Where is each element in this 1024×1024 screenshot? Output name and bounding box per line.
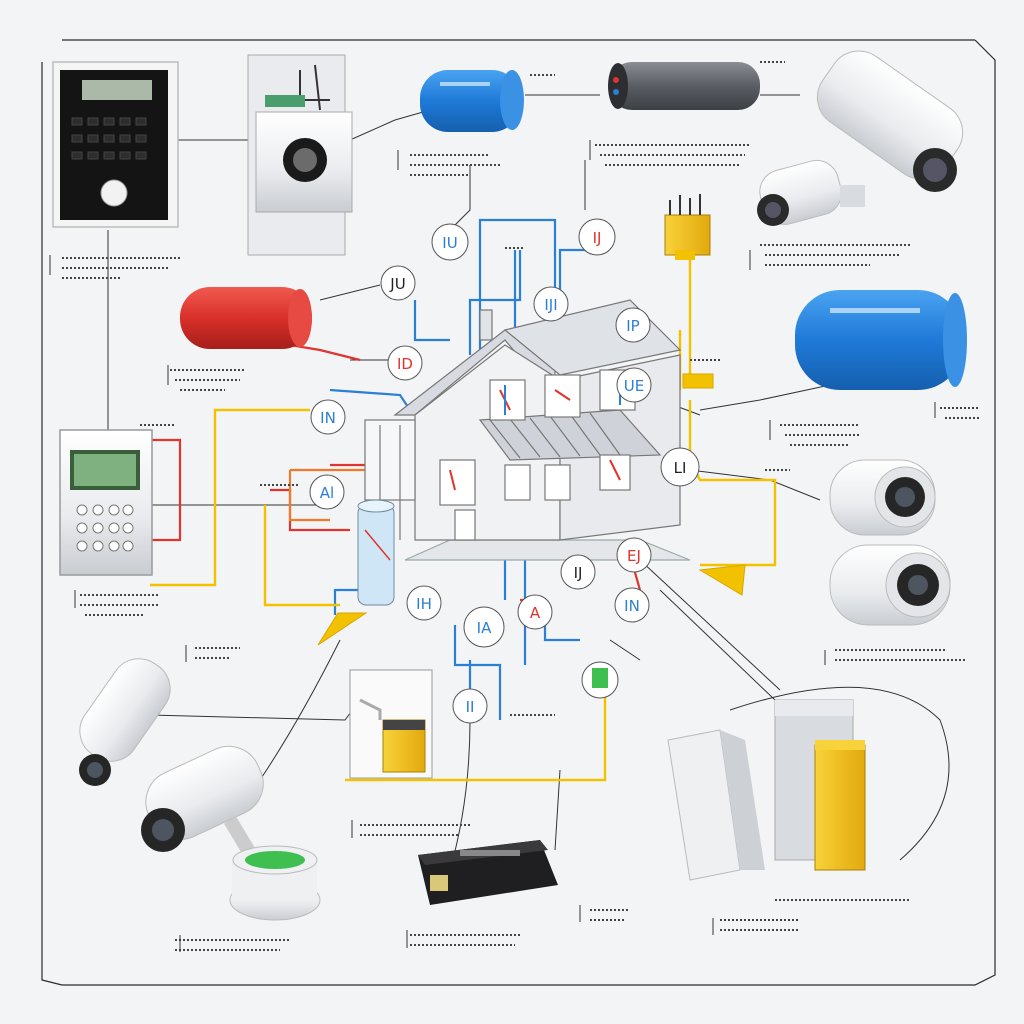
cctv-camera-bottom-left-icon — [141, 745, 321, 921]
red-siren-icon — [180, 287, 312, 349]
blue-siren-icon — [420, 70, 524, 132]
circle-node-6: IN — [310, 399, 346, 435]
svg-text:II: II — [466, 698, 475, 716]
svg-text:UE: UE — [624, 377, 644, 395]
control-panel-icon — [59, 429, 153, 576]
cctv-camera-top-right-icon — [757, 50, 964, 226]
circle-node-9: Al — [309, 474, 345, 510]
blue-siren-right-icon — [795, 290, 967, 390]
house-icon — [364, 299, 691, 561]
circle-node-8: LI — [660, 447, 700, 487]
caption-tick-marks — [49, 140, 936, 952]
svg-text:IH: IH — [416, 595, 432, 613]
circle-node-1: IU — [431, 223, 469, 261]
svg-text:A: A — [530, 604, 541, 622]
green-module-icon — [581, 661, 619, 699]
tube-sensor-icon — [608, 62, 760, 110]
lock-box-icon — [247, 54, 353, 256]
circle-nodes: IU JU IJ IJI ID IN UE LI Al IJ EJ IH IA … — [309, 218, 700, 724]
circle-node-16: II — [452, 688, 488, 724]
circle-node-15: IN — [614, 587, 650, 623]
svg-text:JU: JU — [389, 275, 405, 293]
circle-node-4: IJI — [533, 286, 569, 322]
svg-text:ID: ID — [397, 355, 413, 373]
caption-scribbles — [62, 61, 980, 951]
circle-node-5: ID — [387, 345, 423, 381]
svg-text:LI: LI — [674, 459, 687, 477]
circle-node-14: A — [517, 594, 553, 630]
circle-node-3: IJ — [578, 218, 616, 256]
svg-text:IJ: IJ — [574, 564, 583, 582]
svg-text:IP: IP — [626, 317, 639, 335]
alarm-keypad-icon — [52, 61, 179, 228]
yellow-arrow-right-icon — [698, 564, 746, 596]
yellow-arrows — [317, 373, 746, 646]
svg-text:IN: IN — [320, 409, 336, 427]
circle-node-7: UE — [616, 367, 652, 403]
cctv-camera-left-icon — [79, 658, 171, 786]
diagram-frame — [41, 39, 996, 986]
water-tank-icon — [357, 499, 395, 606]
dome-camera-icon — [829, 459, 951, 626]
svg-text:IJI: IJI — [544, 296, 557, 314]
junction-block-icon — [664, 194, 711, 260]
svg-text:IJ: IJ — [593, 229, 602, 247]
circle-node-11: EJ — [616, 537, 652, 573]
circle-node-13: IA — [463, 606, 505, 648]
svg-text:Al: Al — [320, 484, 334, 502]
yellow-arrow-left-icon — [317, 612, 368, 646]
circle-node-2: JU — [380, 265, 416, 301]
svg-text:IA: IA — [477, 619, 492, 637]
yellow-connector-icon — [682, 373, 714, 389]
svg-text:EJ: EJ — [627, 547, 641, 565]
battery-pack-icon — [349, 669, 433, 779]
circle-node-10: IJ — [560, 554, 596, 590]
power-supply-icon — [418, 840, 558, 905]
svg-text:IN: IN — [624, 597, 640, 615]
yellow-battery-icon — [667, 699, 866, 881]
circle-node-17: IP — [615, 307, 651, 343]
svg-text:IU: IU — [442, 234, 457, 252]
circle-node-12: IH — [406, 585, 442, 621]
